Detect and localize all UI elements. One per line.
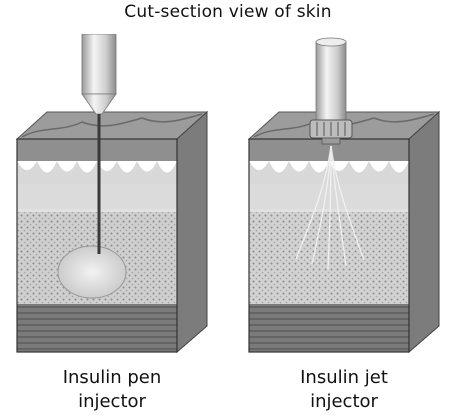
jet-label-line1: Insulin jet	[234, 366, 454, 390]
muscle-layer	[17, 304, 177, 352]
block-side-face	[409, 112, 439, 352]
pen-injector-body	[82, 34, 116, 94]
diagram-title: Cut-section view of skin	[0, 2, 456, 22]
pen-injector-skin-diagram	[2, 34, 222, 364]
muscle-layer	[249, 304, 409, 352]
jet-injector-body	[316, 42, 346, 120]
jet-label-line2: injector	[234, 390, 454, 414]
insulin-depot	[58, 246, 126, 298]
epidermis-layer	[17, 139, 177, 161]
dermis-layer	[249, 184, 409, 212]
pen-needle	[98, 114, 101, 254]
jet-injector-skin-diagram	[234, 34, 454, 364]
pen-injector-label: Insulin pen injector	[2, 366, 222, 414]
block-side-face	[177, 112, 207, 352]
pen-label-line1: Insulin pen	[2, 366, 222, 390]
pen-label-line2: injector	[2, 390, 222, 414]
dermis-layer	[17, 184, 177, 212]
jet-injector-label: Insulin jet injector	[234, 366, 454, 414]
